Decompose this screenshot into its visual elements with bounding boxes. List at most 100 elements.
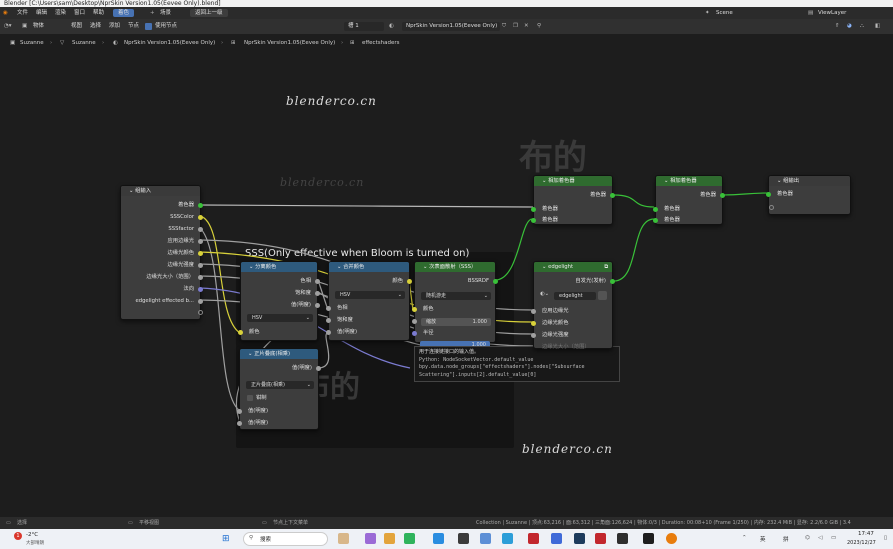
mode-dropdown[interactable]: HSV⌄ xyxy=(247,314,313,322)
node-canvas[interactable]: SSS(Only effective when Bloom is turned … xyxy=(0,52,893,517)
collapse-icon[interactable]: ⌄ xyxy=(249,264,256,270)
node-tree-icon[interactable]: ◐⌄ xyxy=(540,291,550,297)
collapse-icon[interactable]: ⌄ xyxy=(542,178,549,184)
output-socket[interactable] xyxy=(720,193,725,198)
input-socket[interactable] xyxy=(237,409,242,414)
overlay-icon[interactable]: ◕ xyxy=(847,23,852,29)
output-socket[interactable] xyxy=(198,299,203,304)
add-workspace-button[interactable]: + xyxy=(150,10,155,16)
scene-selector[interactable]: Scene xyxy=(716,10,733,16)
sidebar-toggle-icon[interactable]: ◧ xyxy=(875,23,881,29)
terminal-icon[interactable] xyxy=(643,533,654,544)
input-socket[interactable] xyxy=(766,192,771,197)
slot-dropdown[interactable]: 槽 1 xyxy=(344,22,384,31)
group-name-field[interactable]: edgelight xyxy=(554,292,596,300)
taskbar-app-icon[interactable] xyxy=(551,533,562,544)
clamp-checkbox[interactable] xyxy=(247,395,253,401)
taskbar-app-icon[interactable] xyxy=(365,533,376,544)
header-view-menu[interactable]: 视图 xyxy=(71,23,83,29)
use-nodes-checkbox[interactable] xyxy=(145,23,152,30)
node-header[interactable]: ⌄ 分离颜色 xyxy=(241,262,317,272)
collapse-icon[interactable]: ⌄ xyxy=(664,178,671,184)
node-group-icon[interactable]: ⧉ xyxy=(604,264,608,270)
snap-icon[interactable]: ⛬ xyxy=(860,23,864,29)
input-socket[interactable] xyxy=(531,218,536,223)
taskbar-app-icon[interactable] xyxy=(502,533,513,544)
collapse-icon[interactable]: ⌄ xyxy=(248,351,255,357)
output-socket[interactable] xyxy=(198,203,203,208)
parent-node-tree-icon[interactable]: ⇑ xyxy=(835,23,840,29)
windows-start-icon[interactable]: ⊞ xyxy=(222,534,230,544)
volume-icon[interactable]: ◁ xyxy=(818,535,823,541)
menu-help[interactable]: 帮助 xyxy=(93,10,105,16)
taskbar-app-icon[interactable] xyxy=(338,533,349,544)
battery-icon[interactable]: ▭ xyxy=(831,535,837,541)
node-header[interactable]: ⌄ 相加着色器 xyxy=(656,176,722,186)
output-socket[interactable] xyxy=(316,366,321,371)
blend-mode-dropdown[interactable]: 正片叠底(相乘)⌄ xyxy=(246,381,314,389)
method-dropdown[interactable]: 随机游走⌄ xyxy=(421,292,491,300)
object-mode-dropdown[interactable]: 物体 xyxy=(33,23,45,29)
notification-icon[interactable]: ▯ xyxy=(884,535,888,541)
empty-socket[interactable] xyxy=(769,205,774,210)
node-header[interactable]: ⌄ edgelight⧉ xyxy=(534,262,612,272)
node-header[interactable]: ⌄ 次表面散射（SSS） xyxy=(415,262,495,272)
output-socket[interactable] xyxy=(198,287,203,292)
node-header[interactable]: ⌄ 正片叠底(相乘) xyxy=(240,349,318,359)
editor-type-icon[interactable]: ◔▾ xyxy=(4,23,12,29)
empty-socket[interactable] xyxy=(198,310,203,315)
input-socket[interactable] xyxy=(531,207,536,212)
add-shader-node[interactable]: ⌄ 相加着色器 着色器 着色器 着色器 xyxy=(653,175,725,225)
output-socket[interactable] xyxy=(198,227,203,232)
menu-render[interactable]: 渲染 xyxy=(55,10,67,16)
node-header[interactable]: ⌄ 组输入 xyxy=(121,186,200,196)
adobe-icon[interactable] xyxy=(595,533,606,544)
output-socket[interactable] xyxy=(493,279,498,284)
blender-icon[interactable] xyxy=(666,533,677,544)
output-socket[interactable] xyxy=(407,279,412,284)
material-sphere-icon[interactable]: ◐ xyxy=(389,23,394,29)
taskbar-app-icon[interactable] xyxy=(574,533,585,544)
taskbar-app-icon[interactable] xyxy=(480,533,491,544)
input-socket[interactable] xyxy=(326,330,331,335)
taskbar-app-icon[interactable] xyxy=(458,533,469,544)
collapse-icon[interactable]: ⌄ xyxy=(337,264,344,270)
output-socket[interactable] xyxy=(198,239,203,244)
fake-user-icon[interactable]: ⛉ xyxy=(502,23,507,29)
clock-date[interactable]: 2023/12/27 xyxy=(847,540,876,546)
pin-icon[interactable]: ⚲ xyxy=(537,23,542,29)
edge-browser-icon[interactable] xyxy=(433,533,444,544)
output-socket[interactable] xyxy=(315,279,320,284)
output-socket[interactable] xyxy=(198,251,203,256)
input-socket[interactable] xyxy=(238,330,243,335)
taskbar-app-icon[interactable] xyxy=(617,533,628,544)
edgelight-group-node[interactable]: ⌄ edgelight⧉ 自发光(发射) ◐⌄ edgelight 应用边缘光 … xyxy=(531,261,615,350)
output-socket[interactable] xyxy=(198,275,203,280)
output-socket[interactable] xyxy=(315,303,320,308)
input-socket[interactable] xyxy=(653,207,658,212)
mode-dropdown[interactable]: HSV⌄ xyxy=(335,291,405,299)
separate-color-node[interactable]: ⌄ 分离颜色 色相 饱和度 值(明度) HSV⌄ 颜色 xyxy=(238,261,320,341)
wechat-icon[interactable] xyxy=(404,533,415,544)
material-name-field[interactable]: NprSkin Version1.05(Eevee Only) xyxy=(402,22,500,31)
menu-edit[interactable]: 编辑 xyxy=(36,10,48,16)
input-socket[interactable] xyxy=(653,218,658,223)
multiply-node[interactable]: ⌄ 正片叠底(相乘) 值(明度) 正片叠底(相乘)⌄ 钳制 值(明度) 值(明度… xyxy=(237,348,321,430)
network-icon[interactable]: ⌬ xyxy=(805,535,810,541)
input-socket[interactable] xyxy=(412,331,417,336)
output-socket[interactable] xyxy=(198,215,203,220)
input-socket[interactable] xyxy=(237,421,242,426)
node-header[interactable]: ⌄ 组输出 xyxy=(769,176,850,186)
back-to-parent-button[interactable]: 返回上一级 xyxy=(190,9,228,17)
chevron-up-icon[interactable]: ⌃ xyxy=(742,535,747,541)
input-socket[interactable] xyxy=(531,333,536,338)
blender-logo-icon[interactable]: ◉ xyxy=(3,10,8,16)
output-socket[interactable] xyxy=(610,193,615,198)
input-socket[interactable] xyxy=(326,306,331,311)
group-input-node[interactable]: ⌄ 组输入 着色器 SSSColor SSSfactor 应用边缘光 边缘光颜色… xyxy=(120,185,203,320)
group-output-node[interactable]: ⌄ 组输出 着色器 xyxy=(766,175,851,215)
radius-field[interactable]: 1.000 xyxy=(420,341,490,349)
clock-time[interactable]: 17:47 xyxy=(858,531,874,537)
add-shader-node[interactable]: ⌄ 相加着色器 着色器 着色器 着色器 xyxy=(531,175,615,225)
